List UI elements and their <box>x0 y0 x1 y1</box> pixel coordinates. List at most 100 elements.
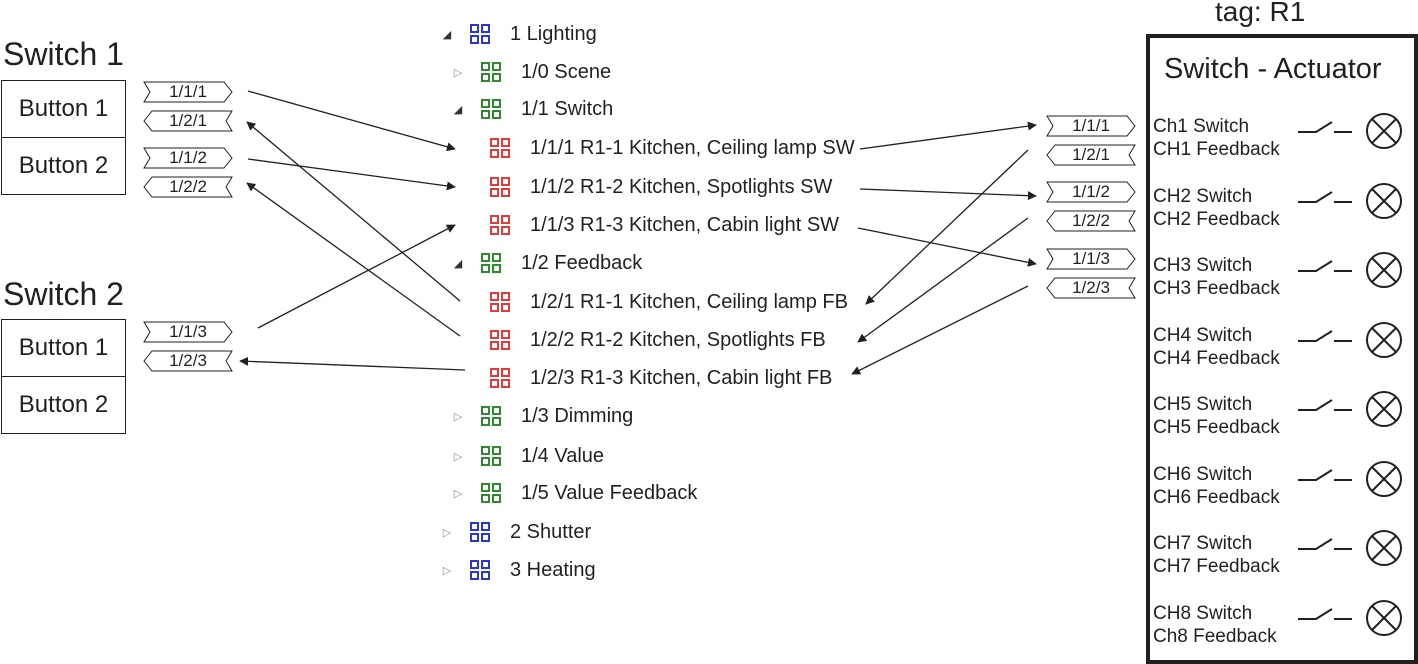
collapse-triangle-icon[interactable]: ▷ <box>442 526 452 539</box>
channel-6: CH6 Switch CH6 Feedback <box>1153 463 1280 509</box>
tree-item-heating[interactable]: ▷ 3 Heating <box>440 555 596 585</box>
arrow-1-2-1-to-s1-b1 <box>246 121 461 302</box>
switch2-button2[interactable]: Button 2 <box>1 376 126 434</box>
actuator-ch2-send-address: 1/1/2 <box>1046 181 1136 203</box>
switch1-b1-send-address: 1/1/1 <box>143 81 233 103</box>
switch-contact-icon <box>1298 191 1352 203</box>
switch-contact-icon <box>1298 399 1352 411</box>
channel-switch-label: CH6 Switch <box>1153 464 1253 485</box>
tree-item-value-feedback[interactable]: ▷ 1/5 Value Feedback <box>451 478 698 508</box>
lamp-icon <box>1366 391 1402 427</box>
channel-4: CH4 Switch CH4 Feedback <box>1153 324 1280 370</box>
switch2-button1[interactable]: Button 1 <box>1 319 126 377</box>
channel-switch-label: CH7 Switch <box>1153 533 1253 554</box>
switch1-button1[interactable]: Button 1 <box>1 80 126 138</box>
channel-feedback-label: CH6 Feedback <box>1153 487 1280 508</box>
switch2-b1-send-address: 1/1/3 <box>143 321 233 343</box>
arrow-1-1-1-to-ch1 <box>859 121 1037 150</box>
tree-item-value[interactable]: ▷ 1/4 Value <box>451 441 604 471</box>
group-icon <box>481 406 501 426</box>
tree-item-label: 1/1/3 R1-3 Kitchen, Cabin light SW <box>530 213 840 236</box>
channel-switch-label: CH4 Switch <box>1153 325 1253 346</box>
tree-item-1-2-1[interactable]: 1/2/1 R1-1 Kitchen, Ceiling lamp FB <box>460 287 848 317</box>
collapse-triangle-icon[interactable]: ▷ <box>453 66 463 79</box>
tree-item-scene[interactable]: ▷ 1/0 Scene <box>451 57 611 87</box>
group-icon <box>481 446 501 466</box>
switch-contact-icon <box>1298 260 1352 272</box>
switch-contact-icon <box>1298 538 1352 550</box>
tree-item-shutter[interactable]: ▷ 2 Shutter <box>440 517 591 547</box>
group-address-icon <box>490 215 510 235</box>
channel-feedback-label: CH7 Feedback <box>1153 556 1280 577</box>
arrow-s1-b1-to-1-1-1 <box>247 90 456 152</box>
arrow-ch2-to-1-2-2 <box>857 217 1029 343</box>
channel-feedback-label: CH4 Feedback <box>1153 348 1280 369</box>
tree-item-label: 2 Shutter <box>510 520 592 543</box>
tree-item-label: 1/3 Dimming <box>521 404 634 427</box>
tree-item-label: 1/1 Switch <box>521 97 614 120</box>
tree-item-label: 1/0 Scene <box>521 60 612 83</box>
tree-item-1-2-3[interactable]: 1/2/3 R1-3 Kitchen, Cabin light FB <box>460 363 832 393</box>
arrow-s2-b1-to-1-1-3 <box>257 224 456 329</box>
channel-8: CH8 Switch Ch8 Feedback <box>1153 602 1277 648</box>
expand-triangle-icon[interactable]: ◢ <box>442 28 452 41</box>
tree-item-label: 1 Lighting <box>510 22 597 45</box>
arrow-1-1-3-to-ch3 <box>857 227 1037 267</box>
actuator-ch3-feedback-address: 1/2/3 <box>1046 277 1136 299</box>
lamp-icon <box>1366 461 1402 497</box>
group-icon <box>470 560 490 580</box>
group-icon <box>481 253 501 273</box>
switch1-button2[interactable]: Button 2 <box>1 137 126 195</box>
lamp-icon <box>1366 600 1402 636</box>
tree-item-1-1-2[interactable]: 1/1/2 R1-2 Kitchen, Spotlights SW <box>460 172 832 202</box>
lamp-icon <box>1366 183 1402 219</box>
switch1-b2-send-address: 1/1/2 <box>143 147 233 169</box>
arrow-ch1-to-1-2-1 <box>865 149 1029 305</box>
collapse-triangle-icon[interactable]: ▷ <box>442 564 452 577</box>
tree-item-dimming[interactable]: ▷ 1/3 Dimming <box>451 401 634 431</box>
collapse-triangle-icon[interactable]: ▷ <box>453 450 463 463</box>
channel-2: CH2 Switch CH2 Feedback <box>1153 185 1280 231</box>
lamp-icon <box>1366 252 1402 288</box>
group-icon <box>481 62 501 82</box>
tree-item-1-1-3[interactable]: 1/1/3 R1-3 Kitchen, Cabin light SW <box>460 210 839 240</box>
channel-switch-label: CH2 Switch <box>1153 186 1253 207</box>
group-address-icon <box>490 330 510 350</box>
arrow-1-1-2-to-ch2 <box>859 188 1037 201</box>
channel-feedback-label: CH5 Feedback <box>1153 417 1280 438</box>
group-icon <box>481 483 501 503</box>
tree-item-1-2-2[interactable]: 1/2/2 R1-2 Kitchen, Spotlights FB <box>460 325 826 355</box>
actuator-ch2-feedback-address: 1/2/2 <box>1046 210 1136 232</box>
channel-3: CH3 Switch CH3 Feedback <box>1153 254 1280 300</box>
switch1-b1-feedback-address: 1/2/1 <box>143 110 233 132</box>
arrow-1-2-2-to-s1-b2 <box>246 182 461 337</box>
tree-item-label: 1/2/2 R1-2 Kitchen, Spotlights FB <box>530 328 826 351</box>
channel-feedback-label: Ch8 Feedback <box>1153 626 1277 647</box>
group-icon <box>481 99 501 119</box>
switch1-title: Switch 1 <box>3 36 124 72</box>
tree-item-lighting[interactable]: ◢ 1 Lighting <box>440 19 597 49</box>
expand-triangle-icon[interactable]: ◢ <box>453 257 463 270</box>
tree-item-1-1-1[interactable]: 1/1/1 R1-1 Kitchen, Ceiling lamp SW <box>460 133 855 163</box>
channel-switch-label: CH5 Switch <box>1153 394 1253 415</box>
collapse-triangle-icon[interactable]: ▷ <box>453 487 463 500</box>
channel-5: CH5 Switch CH5 Feedback <box>1153 393 1280 439</box>
channel-switch-label: CH8 Switch <box>1153 603 1253 624</box>
group-icon <box>470 522 490 542</box>
lamp-icon <box>1366 322 1402 358</box>
channel-switch-label: CH3 Switch <box>1153 255 1253 276</box>
tree-item-label: 1/2/3 R1-3 Kitchen, Cabin light FB <box>530 366 833 389</box>
collapse-triangle-icon[interactable]: ▷ <box>453 410 463 423</box>
tree-item-label: 1/2 Feedback <box>521 251 643 274</box>
tree-item-feedback[interactable]: ◢ 1/2 Feedback <box>451 248 642 278</box>
tree-item-label: 1/1/2 R1-2 Kitchen, Spotlights SW <box>530 175 833 198</box>
switch2-b1-feedback-address: 1/2/3 <box>143 350 233 372</box>
tree-item-switch[interactable]: ◢ 1/1 Switch <box>451 94 614 124</box>
switch-contact-icon <box>1298 469 1352 481</box>
switch2-title: Switch 2 <box>3 276 124 312</box>
lamp-icon <box>1366 530 1402 566</box>
actuator-title: Switch - Actuator <box>1164 53 1382 85</box>
expand-triangle-icon[interactable]: ◢ <box>453 103 463 116</box>
channel-switch-label: Ch1 Switch <box>1153 116 1250 137</box>
